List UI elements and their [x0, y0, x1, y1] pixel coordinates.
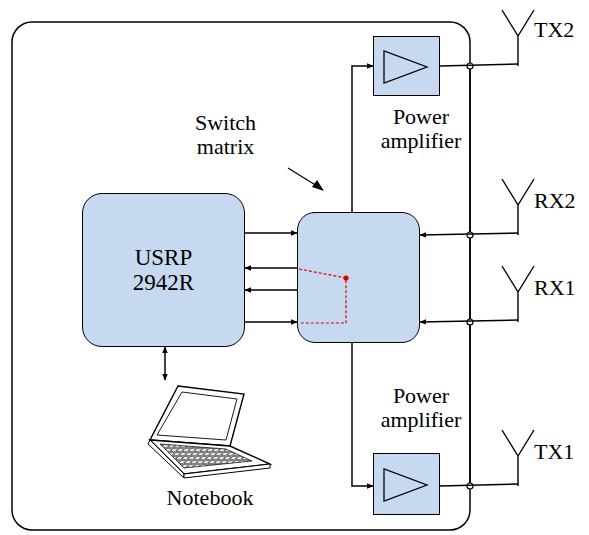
signal-connector — [164, 347, 166, 380]
box-label: USRP 2942R — [133, 245, 194, 296]
laptop-edge — [148, 440, 184, 478]
signal-connector — [440, 64, 518, 66]
antenna-node: TX2 — [518, 6, 584, 66]
signal-connector — [245, 321, 297, 323]
component-label: Switch matrix — [193, 111, 258, 159]
antenna-node: TX1 — [518, 426, 584, 486]
switch-symbol — [298, 213, 421, 344]
component-label: Power amplifier — [379, 384, 464, 432]
component-label: TX2 — [532, 18, 576, 42]
laptop-node: Notebook — [140, 380, 280, 525]
signal-connector — [245, 232, 297, 234]
component-label: TX1 — [532, 440, 576, 464]
amplifier-triangle — [384, 51, 427, 83]
antenna-symbol — [502, 430, 534, 486]
antenna-symbol — [502, 10, 534, 66]
junction-dot — [467, 319, 473, 325]
laptop-lid — [150, 386, 244, 446]
switch-path — [299, 269, 346, 323]
component-box: USRP 2942R — [82, 193, 245, 347]
leader-line — [288, 168, 317, 186]
amp-symbol — [374, 454, 441, 516]
component-label: Notebook — [165, 486, 256, 510]
component-label: Power amplifier — [379, 105, 464, 153]
enclosure-outline — [12, 22, 470, 530]
leader-arrowhead — [312, 180, 324, 191]
component-box: Power amplifier — [373, 453, 440, 515]
switch-pivot — [343, 275, 348, 280]
laptop-edge — [184, 464, 270, 478]
signal-connector — [352, 66, 373, 212]
antenna-symbol — [502, 179, 534, 235]
antenna-bus-line — [469, 66, 471, 486]
component-box: Power amplifier — [373, 36, 440, 96]
component-box: Switch matrix — [297, 212, 420, 343]
component-label: RX1 — [532, 276, 578, 300]
antenna-node: RX2 — [518, 175, 584, 235]
signal-connector — [420, 233, 518, 235]
laptop-screen — [157, 392, 237, 440]
component-label: RX2 — [532, 189, 578, 213]
antenna-node: RX1 — [518, 262, 584, 322]
signal-connector — [352, 343, 373, 486]
junction-dot — [467, 232, 473, 238]
signal-connector — [245, 289, 297, 291]
signal-connector — [420, 320, 518, 322]
amp-symbol — [374, 37, 441, 97]
signal-connector — [245, 267, 297, 269]
antenna-symbol — [502, 266, 534, 322]
amplifier-triangle — [384, 469, 427, 501]
signal-connector — [440, 484, 518, 486]
